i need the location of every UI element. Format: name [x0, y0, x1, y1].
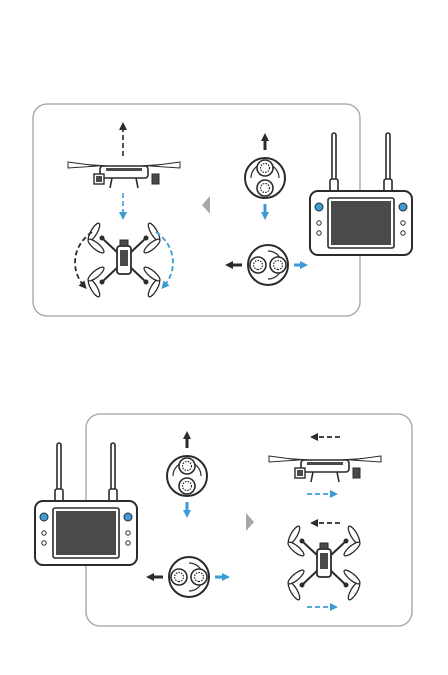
panel-left-stick [33, 104, 412, 316]
joystick-icon [248, 245, 288, 285]
joystick-icon [245, 158, 285, 198]
joystick-icon [169, 557, 209, 597]
joystick-icon [167, 456, 207, 496]
panel-right-stick [35, 414, 412, 626]
